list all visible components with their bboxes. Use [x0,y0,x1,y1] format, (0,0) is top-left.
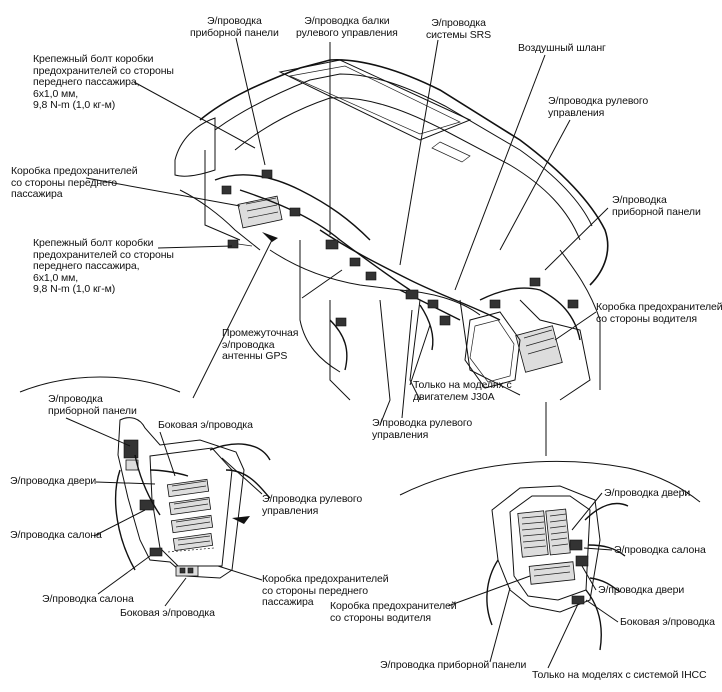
label-inset-right-ihcc: Только на моделях с системой IHCC [532,669,707,681]
bolt-icon [227,239,253,249]
leader-lines-right-inset [447,492,619,669]
leader-lines-left-inset [65,417,263,607]
label-steering-beam-harness: Э/проводка балки рулевого управления [296,15,398,39]
label-inset-right-cabin: Э/проводка салона [614,544,706,556]
label-pass-box-bolt-mid: Крепежный болт коробки предохранителей с… [33,237,174,295]
label-inset-right-side: Боковая э/проводка [620,616,715,628]
label-steering-harness-center: Э/проводка рулевого управления [372,417,473,441]
label-inset-right-door1: Э/проводка двери [604,487,691,499]
label-air-hose: Воздушный шланг [518,42,606,54]
label-inset-left-cabin2: Э/проводка салона [42,593,134,605]
label-inset-left-instrument: Э/проводка приборной панели [48,393,137,417]
label-pass-box-bolt-top: Крепежный болт коробки предохранителей с… [33,53,174,111]
label-inset-left-steering: Э/проводка рулевого управления [262,493,363,517]
label-driver-fuse-box-right: Коробка предохранителей со стороны водит… [596,301,722,325]
dashboard-panel [174,58,609,426]
passenger-fuse-box-inset [114,417,271,579]
label-pass-fuse-box-top: Коробка предохранителей со стороны перед… [11,165,138,200]
label-inset-left-side-top: Боковая э/проводка [158,419,253,431]
label-instrument-harness-top: Э/проводка приборной панели [190,15,279,39]
label-inset-right-instrument: Э/проводка приборной панели [380,659,527,671]
callout-arcs [19,239,701,503]
label-gps-antenna-harness: Промежуточная э/проводка антенны GPS [222,327,299,362]
driver-fuse-box-inset [486,485,629,651]
label-inset-right-door2: Э/проводка двери [598,584,685,596]
label-inset-left-cabin1: Э/проводка салона [10,529,102,541]
leader-lines-main [85,37,609,419]
label-inset-right-driverbox: Коробка предохранителей со стороны водит… [330,600,457,624]
label-inset-left-door: Э/проводка двери [10,475,97,487]
connector-cluster [221,169,579,327]
label-inset-left-passbox: Коробка предохранителей со стороны перед… [262,573,389,608]
label-inset-left-side-bottom: Боковая э/проводка [120,607,215,619]
label-srs-harness: Э/проводка системы SRS [426,17,492,41]
label-steering-harness-right: Э/проводка рулевого управления [548,95,649,119]
label-j30a-only: Только на моделях с двигателем J30A [413,379,512,403]
label-instrument-harness-right: Э/проводка приборной панели [612,194,701,218]
